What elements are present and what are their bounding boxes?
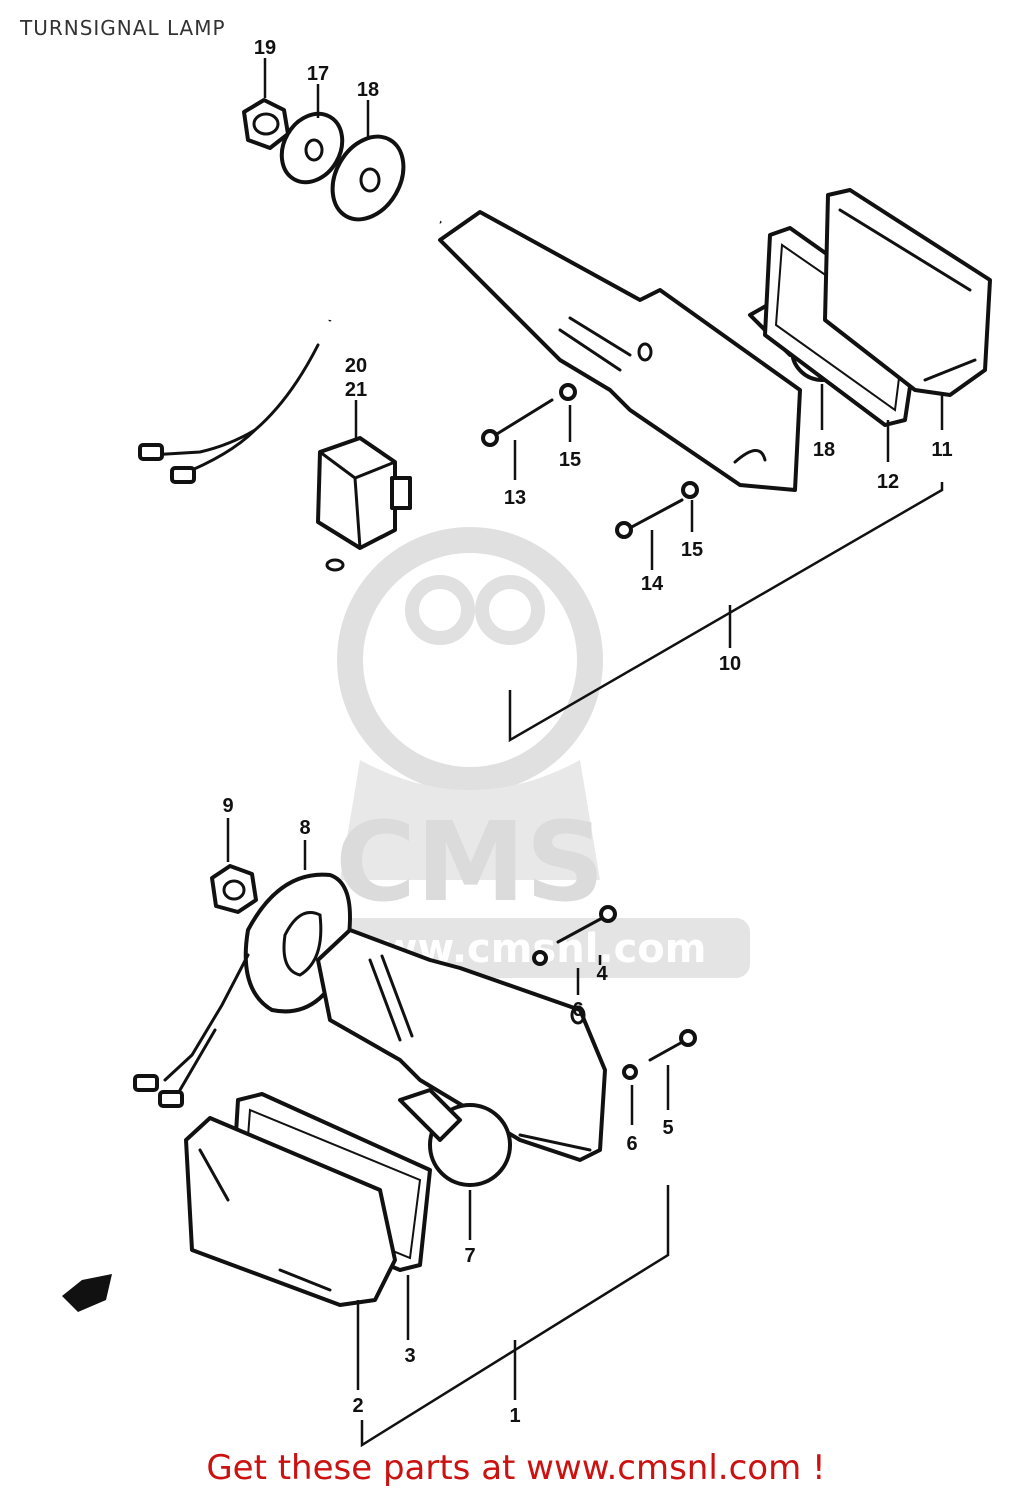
lamp-body-upper [438, 210, 802, 492]
callout-14: 14 [641, 573, 664, 595]
leaders-upper [263, 58, 944, 743]
callouts: 19 17 18 20 21 13 15 18 12 11 14 15 10 9… [222, 37, 952, 1427]
arrow-mark [62, 1274, 112, 1312]
callout-9: 9 [222, 795, 233, 817]
screw-14 [615, 498, 684, 539]
watermark-brand: CMS [335, 798, 604, 926]
callout-7: 7 [464, 1245, 475, 1267]
callout-13: 13 [504, 487, 526, 509]
callout-18-top: 18 [357, 79, 379, 101]
callout-6-lower: 6 [626, 1133, 637, 1155]
nut-15-upper [559, 383, 577, 401]
nut-15-lower [681, 481, 699, 499]
flasher-relay-20-21 [316, 436, 412, 572]
callout-8: 8 [299, 817, 310, 839]
callout-2: 2 [352, 1395, 363, 1417]
callout-15-lower: 15 [681, 539, 703, 561]
diagram-title: TURNSIGNAL LAMP [20, 16, 226, 40]
callout-19: 19 [254, 37, 276, 59]
screw-4 [532, 905, 617, 966]
callout-3: 3 [404, 1345, 415, 1367]
leaders-lower [226, 818, 670, 1448]
callout-5: 5 [662, 1117, 673, 1139]
lens-2 [184, 1116, 397, 1307]
wire-harness-upper [138, 212, 442, 484]
callout-17: 17 [307, 63, 329, 85]
callout-21: 21 [345, 379, 367, 401]
bulb-7 [398, 1088, 512, 1187]
callout-10: 10 [719, 653, 741, 675]
callout-4: 4 [596, 963, 608, 985]
nut-9 [210, 864, 258, 914]
callout-6-upper: 6 [572, 999, 583, 1021]
callout-1: 1 [509, 1405, 520, 1427]
screw-13 [481, 398, 554, 447]
callout-18-bulb: 18 [813, 439, 835, 461]
callout-11: 11 [931, 439, 952, 461]
cta-link[interactable]: Get these parts at www.cmsnl.com ! [206, 1448, 826, 1488]
callout-20: 20 [345, 355, 367, 377]
callout-12: 12 [877, 471, 899, 493]
watermark-logo: CMS www.cmsnl.com [300, 527, 750, 978]
lens-11 [823, 188, 992, 397]
cushion-18-top [330, 134, 406, 222]
callout-15-upper: 15 [559, 449, 581, 471]
wire-harness-lower [133, 953, 250, 1108]
nut-19 [242, 98, 290, 150]
washer-17 [279, 111, 345, 185]
screw-5 [622, 1029, 697, 1080]
lamp-body-lower [316, 928, 607, 1162]
